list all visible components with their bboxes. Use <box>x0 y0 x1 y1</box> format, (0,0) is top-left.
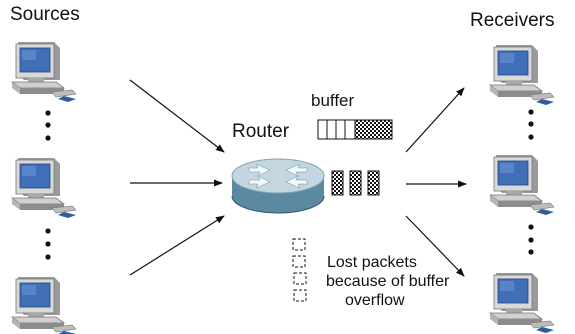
sources-title: Sources <box>10 4 80 25</box>
receiver-ellipsis-2 <box>528 224 534 255</box>
receiver-computer-2 <box>489 154 555 216</box>
dropped-packet-icon <box>292 238 307 302</box>
incoming-arrow-1 <box>129 79 225 153</box>
receivers-title: Receivers <box>470 10 555 31</box>
source-computer-3 <box>11 276 77 334</box>
lost-packets-caption-line-2: because of buffer <box>326 273 450 290</box>
receiver-ellipsis-1 <box>528 109 534 140</box>
receiver-computer-1 <box>489 44 555 106</box>
source-computer-1 <box>11 41 77 103</box>
outgoing-arrow-3 <box>405 215 465 277</box>
router-icon <box>231 158 325 214</box>
outgoing-arrow-1 <box>405 87 465 153</box>
router-label: Router <box>232 121 290 142</box>
buffer-label: buffer <box>311 91 355 110</box>
lost-packets-caption-line-3: overflow <box>345 292 405 309</box>
source-ellipsis-1 <box>45 110 51 141</box>
incoming-arrow-3 <box>129 215 225 276</box>
receiver-computer-3 <box>489 272 555 334</box>
buffer-queue <box>317 119 393 140</box>
lost-packets-caption-line-1: Lost packets <box>327 254 417 271</box>
source-computer-2 <box>11 157 77 219</box>
source-ellipsis-2 <box>45 228 51 260</box>
packet-icon <box>331 170 380 196</box>
